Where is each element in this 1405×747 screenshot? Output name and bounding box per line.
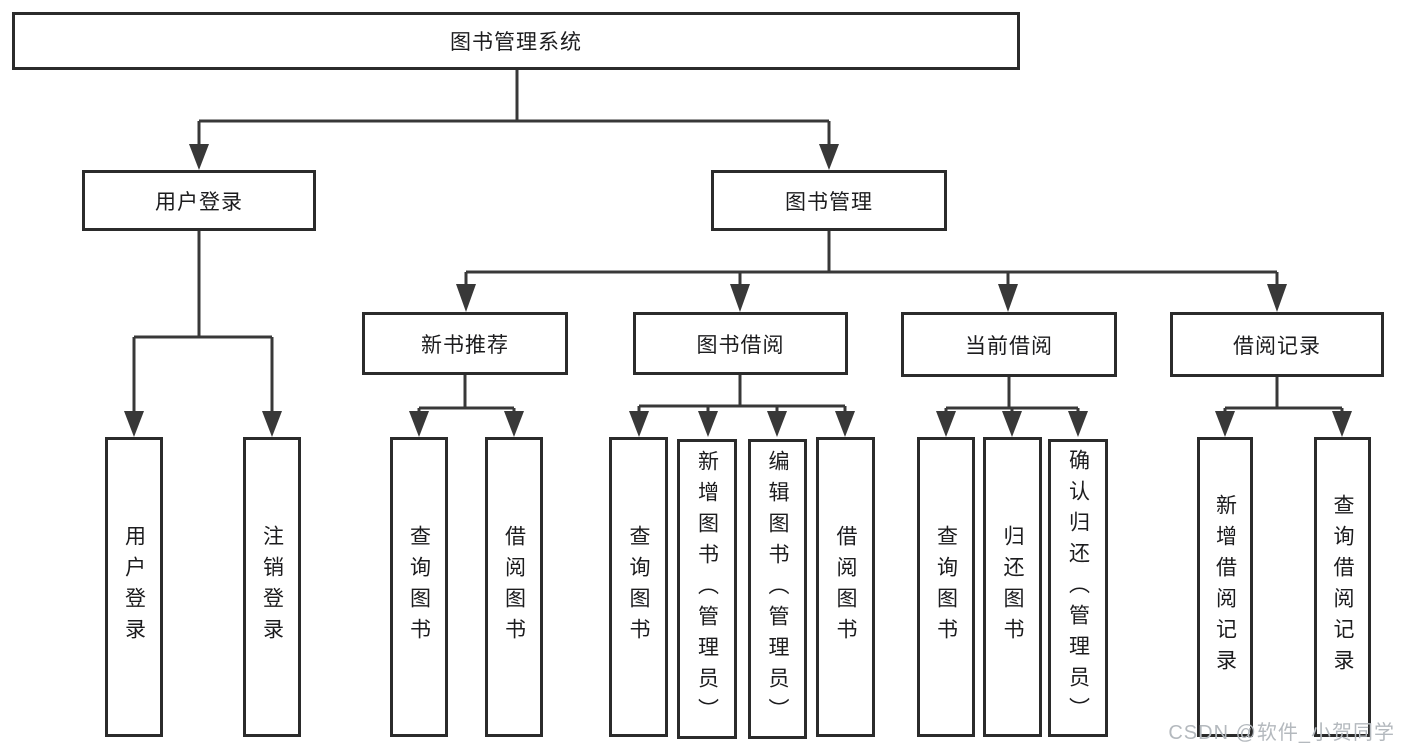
node-leaf-edit-books-admin: 编辑图书（管理员） <box>748 439 807 739</box>
csdn-watermark: CSDN @软件_小贺同学 <box>1168 722 1395 744</box>
node-leaf-query-books-current: 查询图书 <box>917 437 975 737</box>
node-leaf-query-books-borrow: 查询图书 <box>609 437 668 737</box>
node-new-book-recommendation: 新书推荐 <box>362 312 568 375</box>
node-book-borrowing: 图书借阅 <box>633 312 848 375</box>
node-leaf-add-borrow-record: 新增借阅记录 <box>1197 437 1253 737</box>
node-book-management: 图书管理 <box>711 170 947 231</box>
node-leaf-user-login: 用户登录 <box>105 437 163 737</box>
node-leaf-logout: 注销登录 <box>243 437 301 737</box>
node-leaf-query-borrow-record: 查询借阅记录 <box>1314 437 1371 737</box>
node-current-borrowing: 当前借阅 <box>901 312 1117 377</box>
node-leaf-borrow-books-rec: 借阅图书 <box>485 437 543 737</box>
node-leaf-add-books-admin: 新增图书（管理员） <box>677 439 737 739</box>
node-user-login: 用户登录 <box>82 170 316 231</box>
node-leaf-query-books-rec: 查询图书 <box>390 437 448 737</box>
arrowheads <box>124 144 1352 437</box>
node-leaf-confirm-return-admin: 确认归还（管理员） <box>1048 439 1108 737</box>
node-leaf-return-books: 归还图书 <box>983 437 1042 737</box>
node-borrowing-records: 借阅记录 <box>1170 312 1384 377</box>
node-leaf-borrow-books: 借阅图书 <box>816 437 875 737</box>
node-library-management-system: 图书管理系统 <box>12 12 1020 70</box>
